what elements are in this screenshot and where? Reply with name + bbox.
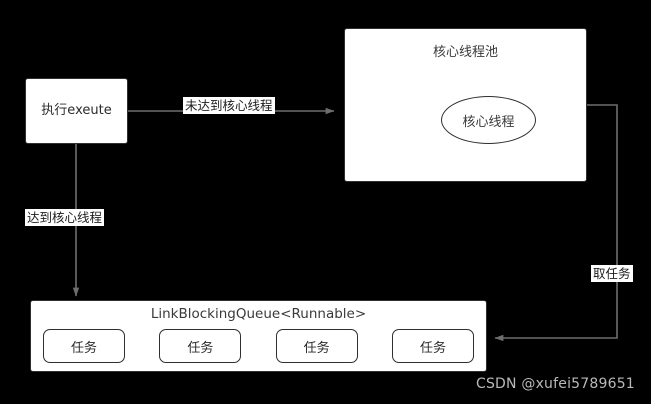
edge-pool-to-queue (494, 104, 618, 342)
edge-label-take-task: 取任务 (591, 265, 633, 282)
task-item[interactable]: 任务 (43, 329, 125, 363)
blocking-queue-title: LinkBlockingQueue<Runnable> (150, 306, 367, 322)
blocking-queue-node[interactable]: LinkBlockingQueue<Runnable> 任务 任务 任务 任务 (30, 300, 487, 372)
task-item[interactable]: 任务 (159, 329, 242, 363)
core-thread-pool-title: 核心线程池 (432, 45, 498, 60)
task-item[interactable]: 任务 (275, 329, 358, 363)
watermark-text: CSDN @xufei5789651 (476, 376, 635, 392)
core-thread-ellipse[interactable]: 核心线程 (441, 96, 536, 144)
execute-node-label: 执行exeute (41, 103, 112, 119)
edge-label-not-reach-core: 未达到核心线程 (183, 97, 275, 114)
task-list: 任务 任务 任务 任务 (43, 329, 474, 363)
edge-label-reach-core: 达到核心线程 (25, 209, 105, 226)
task-item[interactable]: 任务 (391, 329, 474, 363)
core-thread-pool-node[interactable]: 核心线程池 核心线程 (344, 28, 587, 182)
execute-node[interactable]: 执行exeute (25, 78, 128, 144)
